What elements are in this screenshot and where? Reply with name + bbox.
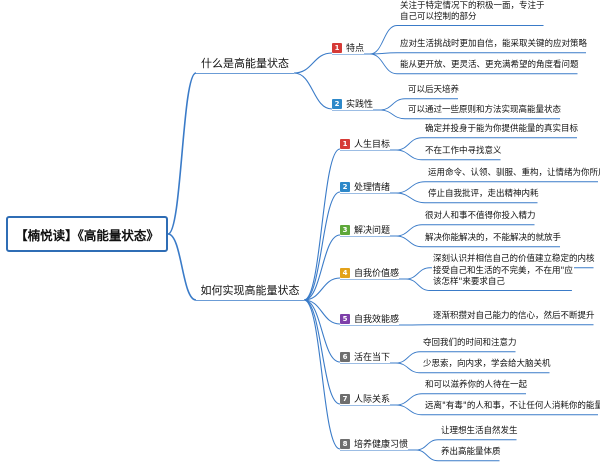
connector-line — [395, 351, 421, 364]
leaf-node[interactable]: 可以通过一些原则和方法实现高能量状态 — [407, 105, 563, 117]
connector-line — [369, 53, 398, 75]
subtopic-label: 自我效能感 — [354, 315, 400, 325]
connector-line — [395, 362, 421, 374]
subtopic-label: 活在当下 — [354, 353, 391, 363]
subtopic-node[interactable]: 2 处理情绪 — [340, 180, 391, 193]
leaf-node[interactable]: 远离"有毒"的人和事，不让任何人消耗你的能量 — [424, 401, 600, 413]
connector-line — [395, 181, 426, 194]
connector-line — [415, 449, 439, 462]
number-badge-icon: 4 — [340, 267, 350, 278]
number-badge-icon: 1 — [340, 138, 350, 149]
leaf-node[interactable]: 接受自己和生活的不完美，不在用"应该怎样"来要求自己 — [432, 265, 574, 289]
connector-line — [167, 72, 197, 235]
subtopic-node[interactable]: 1 特点 — [332, 41, 365, 54]
number-badge-icon: 5 — [340, 313, 350, 324]
connector-line — [303, 191, 341, 301]
connector-line — [303, 277, 341, 301]
subtopic-node[interactable]: 4 自我价值感 — [340, 266, 400, 279]
subtopic-label: 解决问题 — [354, 226, 391, 236]
leaf-node[interactable]: 少思索，向内求，学会给大脑关机 — [422, 359, 552, 371]
leaf-node[interactable]: 可以后天培养 — [407, 85, 461, 97]
connector-line — [379, 109, 406, 120]
leaf-node[interactable]: 夺回我们的时间和注意力 — [422, 338, 518, 350]
leaf-node[interactable]: 解决你能解决的，不能解决的就放手 — [424, 233, 563, 245]
subtopic-node[interactable]: 3 解决问题 — [340, 223, 391, 236]
subtopic-node[interactable]: 5 自我效能感 — [340, 312, 400, 325]
connector-line — [293, 52, 333, 74]
number-badge-icon: 3 — [340, 224, 350, 235]
leaf-node[interactable]: 运用命令、认领、驯服、重构，让情绪为你所用 — [427, 168, 600, 180]
subtopic-label: 自我价值感 — [354, 269, 400, 279]
connector-line — [379, 98, 406, 111]
connector-line — [405, 278, 431, 291]
number-badge-icon: 7 — [340, 393, 350, 404]
connector-line — [405, 267, 431, 280]
leaf-node[interactable]: 关注于特定情况下的积极一面，专注于自己可以控制的部分 — [399, 0, 546, 24]
root-node[interactable]: 【楠悦读】《高能量状态》 — [6, 216, 168, 252]
subtopic-node[interactable]: 1 人生目标 — [340, 137, 391, 150]
leaf-node[interactable]: 深刻认识并相信自己的价值建立稳定的内核 — [432, 254, 596, 266]
leaf-node[interactable]: 和可以滋养你的人待在一起 — [424, 380, 529, 392]
connector-line — [303, 234, 341, 301]
connector-line — [303, 299, 341, 405]
leaf-node[interactable]: 不在工作中寻找意义 — [424, 146, 503, 158]
connector-line — [415, 439, 439, 451]
connector-line — [303, 299, 341, 450]
subtopic-label: 人际关系 — [354, 395, 391, 405]
leaf-node[interactable]: 让理想生活自然发生 — [440, 426, 519, 438]
connector-line — [293, 72, 333, 110]
leaf-node[interactable]: 能从更开放、更灵活、更充满希望的角度看问题 — [399, 60, 580, 72]
subtopic-label: 特点 — [346, 44, 365, 54]
number-badge-icon: 2 — [340, 181, 350, 192]
subtopic-node[interactable]: 8 培养健康习惯 — [340, 437, 409, 450]
connector-line — [369, 25, 398, 55]
leaf-node[interactable]: 逐渐积攒对自己能力的信心，然后不断提升 — [432, 311, 596, 323]
subtopic-node[interactable]: 2 实践性 — [332, 97, 374, 110]
subtopic-label: 实践性 — [346, 100, 374, 110]
connector-line — [395, 149, 423, 161]
connector-line — [395, 235, 423, 248]
subtopic-label: 处理情绪 — [354, 183, 391, 193]
connector-line — [303, 299, 341, 363]
number-badge-icon: 2 — [332, 98, 342, 109]
leaf-node[interactable]: 养出高能量体质 — [440, 447, 502, 459]
number-badge-icon: 8 — [340, 438, 350, 449]
subtopic-node[interactable]: 7 人际关系 — [340, 392, 391, 405]
connector-line — [303, 148, 341, 301]
connector-line — [395, 192, 426, 204]
subtopic-label: 人生目标 — [354, 140, 391, 150]
connector-line — [167, 233, 197, 301]
topic-node[interactable]: 什么是高能量状态 — [196, 53, 294, 73]
connector-line — [395, 137, 423, 151]
connector-line — [395, 224, 423, 237]
leaf-node[interactable]: 确定并投身于能为你提供能量的真实目标 — [424, 124, 580, 136]
leaf-node[interactable]: 很对人和事不值得你投入精力 — [424, 211, 537, 223]
connector-line — [395, 404, 423, 416]
subtopic-node[interactable]: 6 活在当下 — [340, 350, 391, 363]
number-badge-icon: 6 — [340, 351, 350, 362]
subtopic-label: 培养健康习惯 — [354, 440, 409, 450]
number-badge-icon: 1 — [332, 42, 342, 53]
connector-line — [395, 393, 423, 406]
leaf-node[interactable]: 停止自我批评，走出精神内耗 — [427, 189, 540, 201]
leaf-node[interactable]: 应对生活挑战时更加自信，能采取关键的应对策略 — [399, 39, 589, 51]
topic-node[interactable]: 如何实现高能量状态 — [196, 280, 304, 300]
